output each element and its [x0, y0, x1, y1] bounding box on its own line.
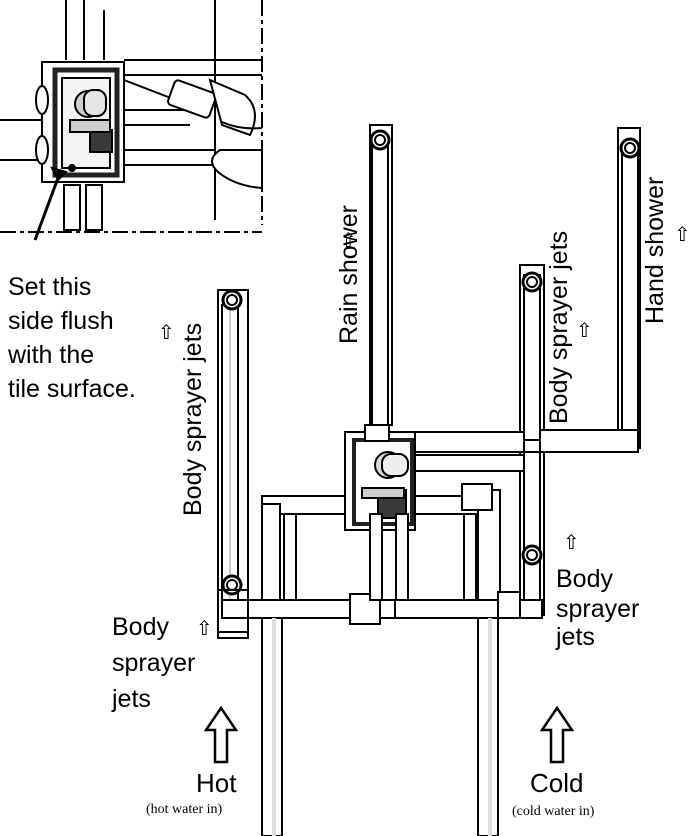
hot-sub-label: (hot water in): [146, 802, 223, 817]
body-sprayer-bottom-left-line-3: jets: [112, 685, 151, 713]
inset-illustration: [0, 0, 263, 233]
inset-note-line-3: with the: [8, 341, 95, 369]
flow-arrow-icon: ⇧: [576, 318, 593, 342]
body-sprayer-bottom-right-line-3: jets: [556, 623, 595, 651]
body-sprayer-bottom-left-line-2: sprayer: [112, 649, 196, 677]
inset-note-line-2: side flush: [8, 307, 114, 335]
body-sprayer-bottom-right-line-2: sprayer: [556, 595, 640, 623]
cold-inflow-arrow-icon: [540, 706, 574, 764]
hand-shower-label: Hand shower: [641, 176, 669, 324]
hot-inflow-arrow-icon: [204, 706, 238, 764]
inset-note-line-4: tile surface.: [8, 375, 136, 403]
body-sprayer-right-label: Body sprayer jets: [545, 230, 573, 424]
flow-arrow-icon: ⇧: [674, 222, 691, 246]
rain-shower-label: Rain shower: [335, 205, 363, 344]
main-assembly: [217, 124, 641, 836]
flow-arrow-icon: ⇧: [158, 320, 175, 344]
cold-label: Cold: [530, 768, 584, 798]
body-sprayer-bottom-left-line-1: Body: [112, 613, 169, 641]
body-sprayer-left-label: Body sprayer jets: [179, 322, 207, 516]
hot-label: Hot: [196, 768, 237, 798]
flow-arrow-icon: ⇧: [340, 228, 357, 252]
body-sprayer-bottom-right-line-1: Body: [556, 565, 613, 593]
cold-sub-label: (cold water in): [512, 804, 595, 819]
inset-note-line-1: Set this: [8, 273, 92, 301]
flow-arrow-icon: ⇧: [563, 530, 580, 554]
flow-arrow-icon: ⇧: [196, 616, 213, 640]
